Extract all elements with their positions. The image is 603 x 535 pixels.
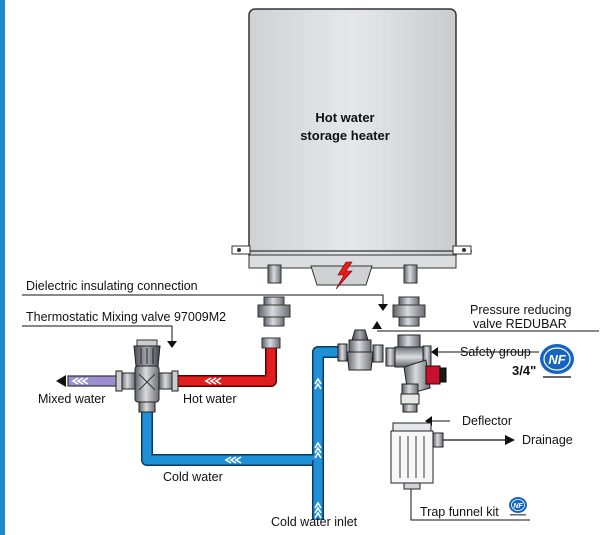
safety-group-arrowhead [431, 347, 438, 357]
thermostatic-mixing-valve [115, 339, 179, 413]
safety-group-label: Safety group [460, 345, 531, 359]
pressure-reducing-valve [337, 329, 384, 371]
left-edge-bar [0, 0, 5, 535]
dielectric-arrowhead [378, 304, 388, 311]
safety-group-valve [385, 334, 447, 413]
trap-funnel-kit [390, 422, 444, 490]
mixing-valve-arrowhead [167, 341, 177, 348]
nf-certification-logo-small: NF [509, 497, 527, 516]
drainage-label: Drainage [522, 433, 573, 447]
hot-water-storage-heater [231, 8, 472, 286]
heater-title-line2: storage heater [300, 128, 390, 143]
pressure-valve-label-2: valve REDUBAR [473, 317, 567, 331]
hot-water-label: Hot water [183, 392, 237, 406]
electric-hazard-icon [335, 261, 353, 290]
cold-water-inlet-label: Cold water inlet [271, 515, 358, 529]
dielectric-connection-left [257, 296, 291, 327]
mixed-water-label: Mixed water [38, 392, 105, 406]
drainage-arrow [443, 435, 515, 445]
hot-pipe-fitting [261, 337, 281, 349]
dielectric-label: Dielectric insulating connection [26, 279, 198, 293]
dielectric-connection-right [392, 296, 426, 327]
pressure-valve-label-1: Pressure reducing [470, 303, 571, 317]
hot-water-pipe [172, 346, 277, 387]
safety-group-size: 3/4" [512, 363, 536, 378]
deflector-label: Deflector [462, 414, 512, 428]
nf-certification-logo: NF [540, 344, 574, 378]
mixed-water-pipe [67, 375, 121, 387]
cold-water-label: Cold water [163, 470, 223, 484]
pressure-valve-arrowhead [372, 321, 382, 329]
heater-title-line1: Hot water [315, 110, 374, 125]
mixed-water-arrowhead [56, 375, 66, 387]
svg-text:NF: NF [513, 503, 523, 510]
mixing-valve-label: Thermostatic Mixing valve 97009M2 [26, 310, 226, 324]
svg-text:NF: NF [548, 352, 566, 367]
cold-water-pipe [141, 346, 340, 520]
leader-lines [22, 294, 599, 521]
trap-funnel-label: Trap funnel kit [420, 505, 499, 519]
flow-direction-arrows [71, 377, 322, 519]
